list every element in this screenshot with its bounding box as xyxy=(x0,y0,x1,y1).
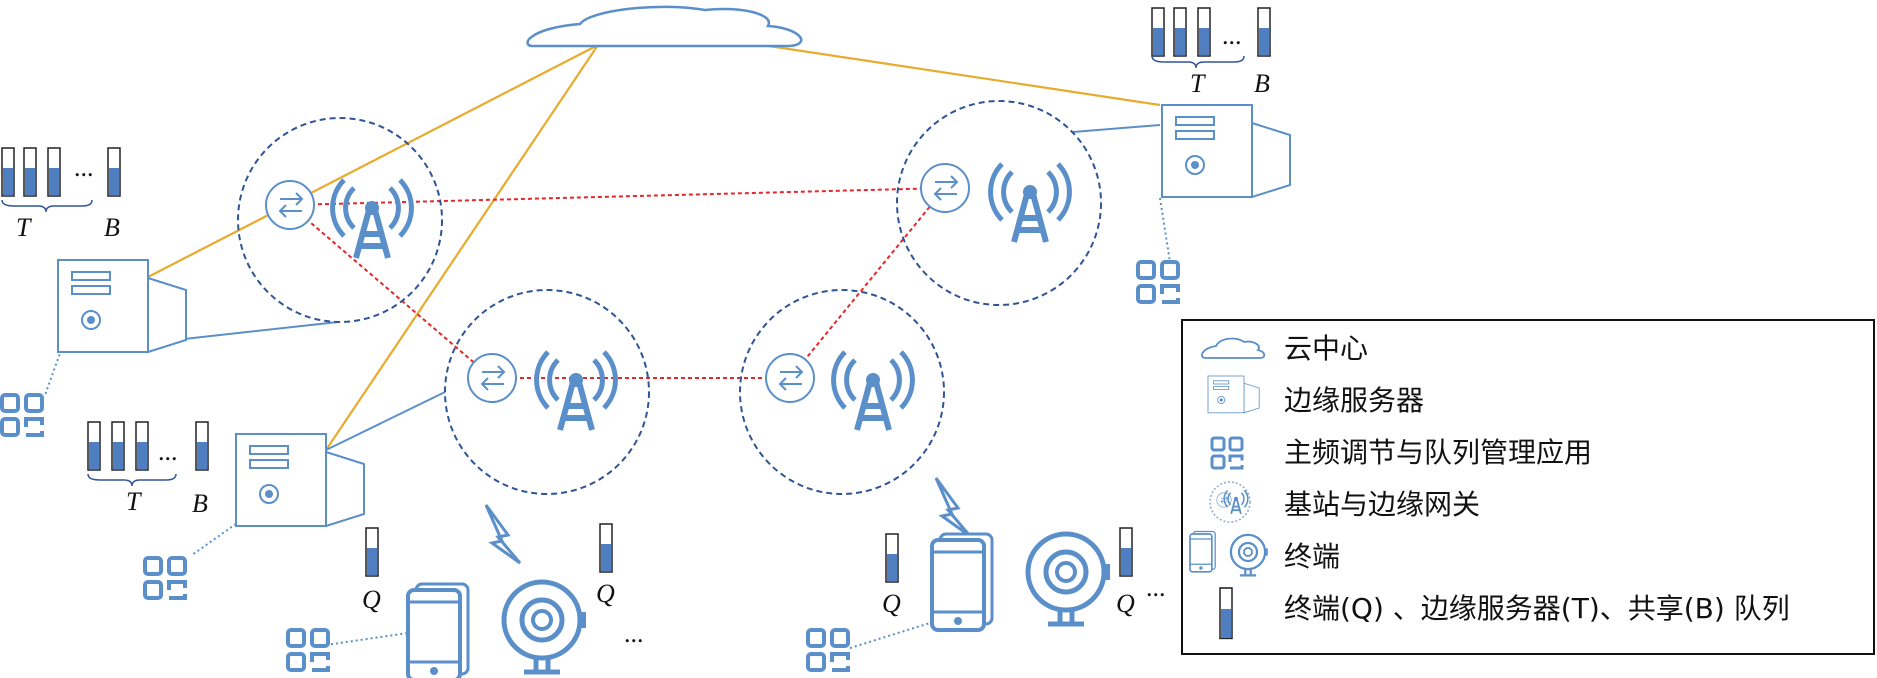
ellipsis: ... xyxy=(1222,21,1242,50)
cloud-link-lower-server xyxy=(325,44,599,451)
terminal-queue-label: Q xyxy=(1116,589,1135,618)
wireless-link-icon xyxy=(934,476,972,538)
camera-icon xyxy=(1028,534,1110,624)
legend-label-cloud: 云中心 xyxy=(1284,332,1368,365)
base-station-icon xyxy=(834,352,913,430)
ellipsis: ... xyxy=(1146,573,1166,602)
base-station-icon xyxy=(537,352,616,430)
wireless-link-icon xyxy=(484,503,522,565)
gateway-icon xyxy=(467,353,517,403)
gateway-icon xyxy=(920,163,970,213)
base-station-gateway-icon xyxy=(1209,481,1251,523)
camera-icon xyxy=(504,582,586,672)
app-grid-icon xyxy=(0,393,44,437)
terminal-queue-label: Q xyxy=(362,585,381,614)
legend-label-app: 主频调节与队列管理应用 xyxy=(1284,436,1592,469)
app-grid-icon xyxy=(806,628,850,672)
terminal-cluster-left: Q Q ... xyxy=(362,523,644,678)
queue-group-left: ... T B xyxy=(1,147,121,242)
gateway-icon xyxy=(265,180,315,230)
terminal-queue-label: Q xyxy=(882,589,901,618)
legend-label-server: 边缘服务器 xyxy=(1284,384,1424,417)
shared-queue-label: B xyxy=(192,489,208,518)
cloud-icon xyxy=(1201,337,1266,359)
shared-queue-label: B xyxy=(1254,69,1270,98)
gateway-icon xyxy=(765,353,815,403)
coverage-area-4 xyxy=(896,100,1102,306)
edge-server-left xyxy=(57,259,187,353)
server-queue-label: T xyxy=(1190,69,1206,98)
queue-group-right: ... T B xyxy=(1151,7,1271,98)
gateway-links xyxy=(289,187,946,379)
base-station-icon xyxy=(333,180,412,258)
cloud-links xyxy=(147,43,1161,451)
legend: 云中心 边缘服务器 主频调节与队列管理应用 基站与边缘网关 终端 终端(Q) 、… xyxy=(1181,319,1875,655)
cloud-center xyxy=(526,5,803,48)
edge-server-right xyxy=(1161,104,1291,198)
cloud-link-left-server xyxy=(147,44,599,278)
queue-bar-icon xyxy=(1219,587,1233,640)
app-links xyxy=(44,197,1171,649)
terminal-cluster-right: Q Q ... xyxy=(882,527,1166,632)
edge-server-lower xyxy=(235,433,365,527)
coverage-area-2 xyxy=(444,289,650,495)
coverage-area-3 xyxy=(739,289,945,495)
app-grid-icon xyxy=(1136,260,1180,304)
coverage-area-1 xyxy=(237,117,443,323)
phone-icon xyxy=(930,532,994,632)
app-grid-icon xyxy=(286,628,330,672)
ellipsis: ... xyxy=(158,437,178,466)
phone-icon xyxy=(406,582,470,678)
shared-queue-label: B xyxy=(104,213,120,242)
server-queue-label: T xyxy=(16,213,32,242)
legend-label-queue: 终端(Q) 、边缘服务器(T)、共享(B) 队列 xyxy=(1284,592,1790,625)
cloud-link-right-server xyxy=(761,43,1161,107)
server-queue-label: T xyxy=(126,487,142,516)
ellipsis: ... xyxy=(74,153,94,182)
queue-group-lower: ... T B xyxy=(87,421,209,518)
app-grid-icon xyxy=(143,556,187,600)
terminal-queue-label: Q xyxy=(596,579,615,608)
base-station-icon xyxy=(991,164,1070,242)
ellipsis: ... xyxy=(624,619,644,648)
legend-label-bs: 基站与边缘网关 xyxy=(1284,488,1480,521)
legend-label-terminal: 终端 xyxy=(1284,540,1340,573)
